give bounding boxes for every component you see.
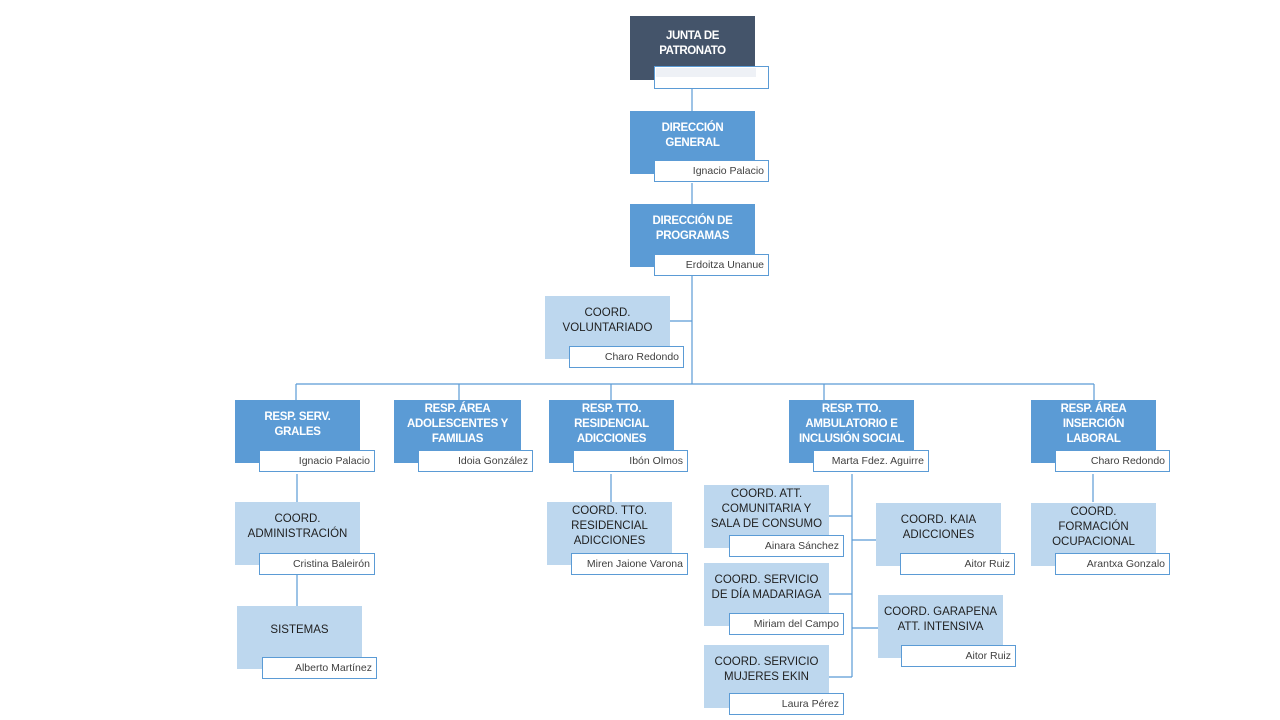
person-label: Charo Redondo — [604, 351, 679, 363]
node-title: COORD. SERVICIO DE DÍA MADARIAGA — [711, 573, 822, 601]
node-title: COORD. SERVICIO MUJERES EKIN — [714, 655, 819, 683]
person-coord-residencial: Miren Jaione Varona — [571, 553, 688, 575]
person-resp-adolescentes: Idoia González — [418, 450, 533, 472]
node-coord-kaia: COORD. KAIA ADICCIONES — [876, 503, 1001, 566]
person-coord-administracion: Cristina Baleirón — [259, 553, 375, 575]
person-direccion-programas: Erdoitza Unanue — [654, 254, 769, 276]
person-coord-mujeres-ekin: Laura Pérez — [729, 693, 844, 715]
node-title: RESP. ÁREA INSERCIÓN LABORAL — [1060, 403, 1127, 445]
node-title: RESP. TTO. RESIDENCIAL ADICCIONES — [574, 403, 649, 445]
person-label: Laura Pérez — [781, 698, 839, 710]
person-label: Miren Jaione Varona — [586, 558, 683, 570]
person-label: Arantxa Gonzalo — [1086, 558, 1165, 570]
person-label: Ignacio Palacio — [298, 455, 370, 467]
node-title: JUNTA DE PATRONATO — [659, 30, 726, 57]
person-label: Aitor Ruiz — [964, 558, 1010, 570]
person-label: Aitor Ruiz — [965, 650, 1011, 662]
person-label: Ibón Olmos — [629, 455, 683, 467]
node-title: COORD. VOLUNTARIADO — [562, 306, 653, 334]
node-resp-residencial: RESP. TTO. RESIDENCIAL ADICCIONES — [549, 400, 674, 463]
person-sistemas: Alberto Martínez — [262, 657, 377, 679]
person-resp-ambulatorio: Marta Fdez. Aguirre — [813, 450, 929, 472]
person-resp-residencial: Ibón Olmos — [573, 450, 688, 472]
person-label: Marta Fdez. Aguirre — [831, 455, 924, 467]
node-title: RESP. ÁREA ADOLESCENTES Y FAMILIAS — [406, 403, 509, 445]
person-coord-kaia: Aitor Ruiz — [900, 553, 1015, 575]
person-label: Cristina Baleirón — [292, 558, 370, 570]
person-resp-serv-grales: Ignacio Palacio — [259, 450, 375, 472]
node-title: COORD. TTO. RESIDENCIAL ADICCIONES — [571, 505, 648, 547]
person-coord-att-comunitaria: Ainara Sánchez — [729, 535, 844, 557]
node-title: RESP. SERV. GRALES — [264, 410, 331, 438]
person-coord-servicio-dia: Miriam del Campo — [729, 613, 844, 635]
node-title: SISTEMAS — [270, 624, 329, 636]
person-label: Alberto Martínez — [294, 662, 372, 674]
node-title: COORD. FORMACIÓN OCUPACIONAL — [1052, 506, 1135, 548]
person-junta-patronato — [654, 66, 769, 89]
person-coord-garapena: Aitor Ruiz — [901, 645, 1016, 667]
person-coord-formacion: Arantxa Gonzalo — [1055, 553, 1170, 575]
person-resp-insercion-laboral: Charo Redondo — [1055, 450, 1170, 472]
person-coord-voluntariado: Charo Redondo — [569, 346, 684, 368]
node-title: DIRECCIÓN GENERAL — [661, 121, 724, 149]
node-title: RESP. TTO. AMBULATORIO E INCLUSIÓN SOCIA… — [798, 403, 905, 445]
person-label: Miriam del Campo — [753, 618, 839, 630]
person-label: Charo Redondo — [1090, 455, 1165, 467]
node-title: COORD. ATT. COMUNITARIA Y SALA DE CONSUM… — [710, 488, 823, 530]
person-label: Ignacio Palacio — [692, 165, 764, 177]
person-label: Ainara Sánchez — [764, 540, 839, 552]
person-label: Idoia González — [457, 455, 528, 467]
node-title: COORD. GARAPENA ATT. INTENSIVA — [883, 605, 998, 633]
node-title: DIRECCIÓN DE PROGRAMAS — [652, 214, 733, 242]
node-title: COORD. ADMINISTRACIÓN — [247, 512, 348, 540]
person-direccion-general: Ignacio Palacio — [654, 160, 769, 182]
node-title: COORD. KAIA ADICCIONES — [900, 513, 977, 541]
person-label: Erdoitza Unanue — [685, 259, 764, 271]
